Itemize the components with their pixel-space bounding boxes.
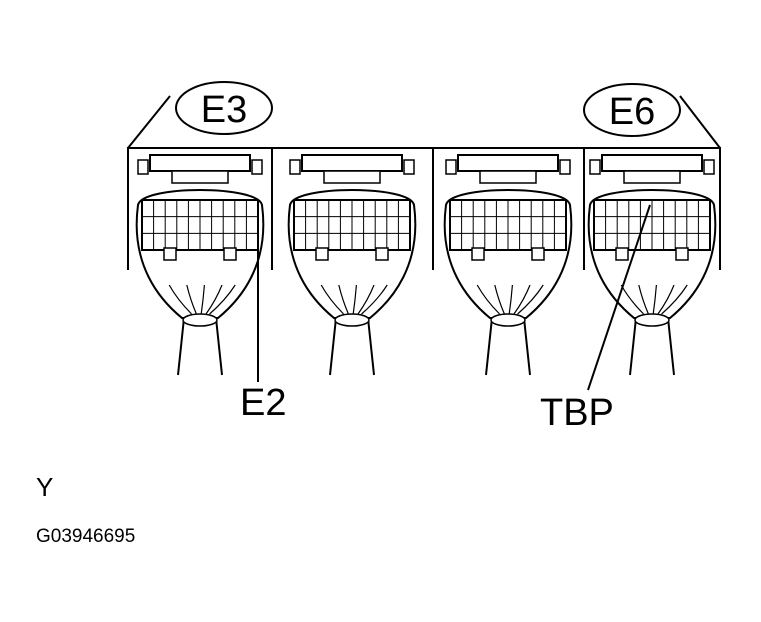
key-notch [615,247,629,261]
side-tab [137,159,149,175]
wire [168,284,193,315]
wire [338,284,349,315]
wire [508,284,513,315]
cable-end [634,313,670,327]
latch-tab [301,154,403,172]
tbp-leader-line [587,204,651,391]
view-letter: Y [36,472,53,502]
latch-tab [171,170,229,184]
wire [661,284,688,315]
wire [320,284,345,315]
latch-tab [323,170,381,184]
wire [361,284,388,315]
cable [177,317,223,376]
latch-tab [457,154,559,172]
key-notch [223,247,237,261]
e6-label: E6 [609,91,655,133]
key-notch [315,247,329,261]
wire [657,284,675,315]
latch-tab [479,170,537,184]
key-notch [471,247,485,261]
connector-block [443,154,573,376]
cable-end [182,313,218,327]
key-notch [375,247,389,261]
leader-lines [257,204,651,391]
latch-tab [623,170,681,184]
side-tab [559,159,571,175]
wire [205,284,223,315]
wire [494,284,505,315]
connector-housing [127,95,721,270]
callout-e6: E6 [583,83,681,137]
tbp-label: TBP [540,392,614,434]
wire [352,284,357,315]
cable [329,317,375,376]
figure-id: G03946695 [36,526,135,547]
side-tab [589,159,601,175]
key-notch [675,247,689,261]
latch-tab [601,154,703,172]
cable [485,317,531,376]
cable [629,317,675,376]
wire [200,284,205,315]
latch-tab [149,154,251,172]
key-notch [163,247,177,261]
connector-block [587,154,717,376]
wire [638,284,649,315]
cable-end [490,313,526,327]
connector-blocks [135,154,717,376]
side-tab [403,159,415,175]
wire [513,284,531,315]
wire [357,284,375,315]
e2-label: E2 [240,382,286,424]
wire [476,284,501,315]
callout-e3: E3 [175,81,273,135]
connector-block [135,154,265,376]
side-tab [289,159,301,175]
side-tab [251,159,263,175]
side-tab [703,159,715,175]
wire [186,284,197,315]
key-notch [531,247,545,261]
cable-end [334,313,370,327]
wire [209,284,236,315]
wire [517,284,544,315]
connector-block [287,154,417,376]
wire [652,284,657,315]
side-tab [445,159,457,175]
e3-label: E3 [201,89,247,131]
